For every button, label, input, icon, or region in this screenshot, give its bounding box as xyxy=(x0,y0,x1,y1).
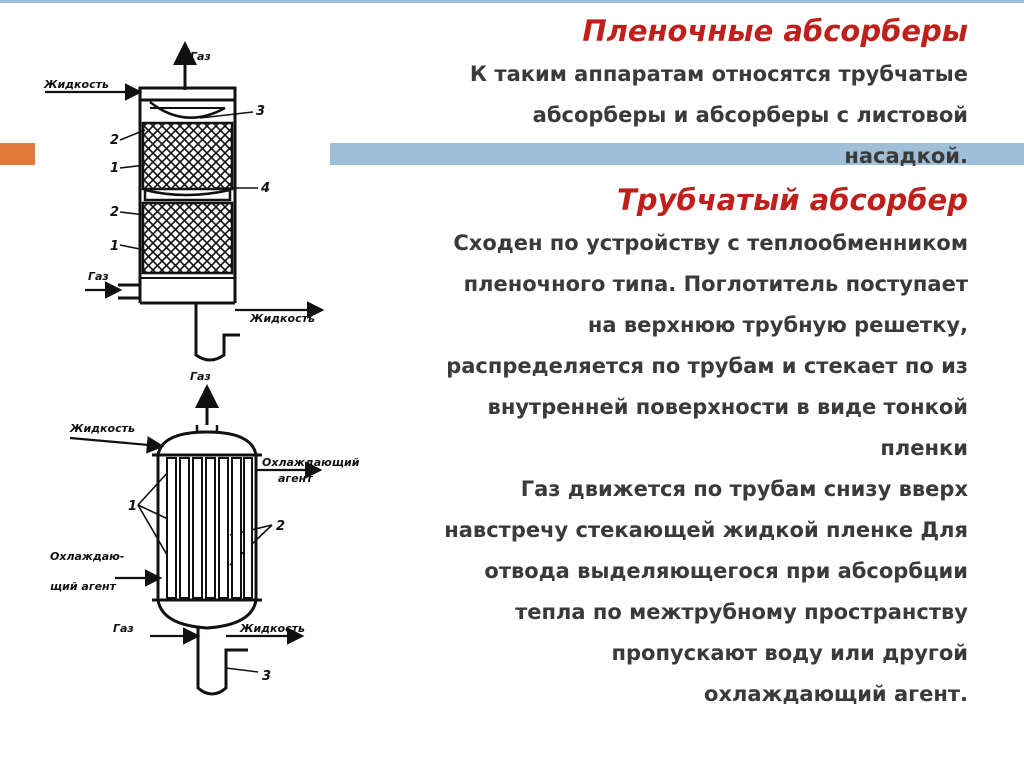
top-liquid-in-label: Жидкость xyxy=(43,78,109,91)
top-gas-in-label: Газ xyxy=(88,270,109,283)
top-gas-out-label: Газ xyxy=(190,50,211,63)
para2-line-3: на верхнюю трубную решетку, xyxy=(587,313,968,337)
top-mark-1b: 1 xyxy=(110,239,119,254)
bottom-mark-2: 2 xyxy=(276,519,285,534)
bottom-coolant-in-label-2: щий агент xyxy=(50,580,117,593)
top-mark-2a: 2 xyxy=(110,133,119,148)
top-mark-4: 4 xyxy=(260,181,270,196)
blue-accent-bar xyxy=(330,143,1024,165)
bottom-coolant-out-label-2: агент xyxy=(278,472,313,485)
para2-line-7: Газ движется по трубам снизу вверх xyxy=(520,477,968,501)
bottom-liquid-out-label: Жидкость xyxy=(239,622,305,635)
heading-tubular-absorber: Трубчатый абсорбер xyxy=(617,183,968,217)
para2-line-9: отвода выделяющегося при абсорбции xyxy=(484,559,968,583)
para2-line-12: охлаждающий агент. xyxy=(704,682,968,706)
para2-line-8: навстречу стекающей жидкой пленке Для xyxy=(444,518,968,542)
para1-line-3: насадкой. xyxy=(844,144,968,168)
para2-line-11: пропускают воду или другой xyxy=(611,641,968,665)
top-mark-3: 3 xyxy=(256,104,265,119)
top-mark-2b: 2 xyxy=(110,205,119,220)
para1-line-1: К таким аппаратам относятся трубчатые xyxy=(469,62,968,86)
bottom-gas-in-label: Газ xyxy=(113,622,134,635)
para2-line-4: распределяется по трубам и стекает по из xyxy=(446,354,968,378)
tube-bundle xyxy=(166,457,253,599)
bottom-mark-3: 3 xyxy=(262,669,271,684)
tubular-absorber-diagram xyxy=(69,384,323,696)
top-mark-1a: 1 xyxy=(110,161,119,176)
packed-absorber-diagram xyxy=(45,41,325,362)
para2-line-2: пленочного типа. Поглотитель поступает xyxy=(463,272,968,296)
para1-line-2: абсорберы и абсорберы с листовой xyxy=(532,103,968,127)
heading-film-absorbers: Пленочные абсорберы xyxy=(582,14,968,48)
bottom-liquid-in-label: Жидкость xyxy=(69,422,135,435)
para2-line-10: тепла по межтрубному пространству xyxy=(515,600,968,624)
top-liquid-out-label: Жидкость xyxy=(249,312,315,325)
bottom-mark-1: 1 xyxy=(128,499,137,514)
bottom-coolant-out-label-1: Охлаждающий xyxy=(262,456,360,469)
orange-accent-bar xyxy=(0,143,35,165)
bottom-gas-out-label: Газ xyxy=(190,370,211,383)
top-rule xyxy=(0,0,1024,3)
bottom-coolant-in-label-1: Охлаждаю- xyxy=(50,550,124,563)
text-column: Пленочные абсорберы К таким аппаратам от… xyxy=(328,8,968,715)
para2-line-1: Сходен по устройству с теплообменником xyxy=(453,231,968,255)
absorber-diagrams: Газ Жидкость Газ Жидкость 2 1 2 1 3 4 xyxy=(43,41,360,696)
para2-line-5: внутренней поверхности в виде тонкой xyxy=(487,395,968,419)
para2-line-6: пленки xyxy=(880,436,968,460)
